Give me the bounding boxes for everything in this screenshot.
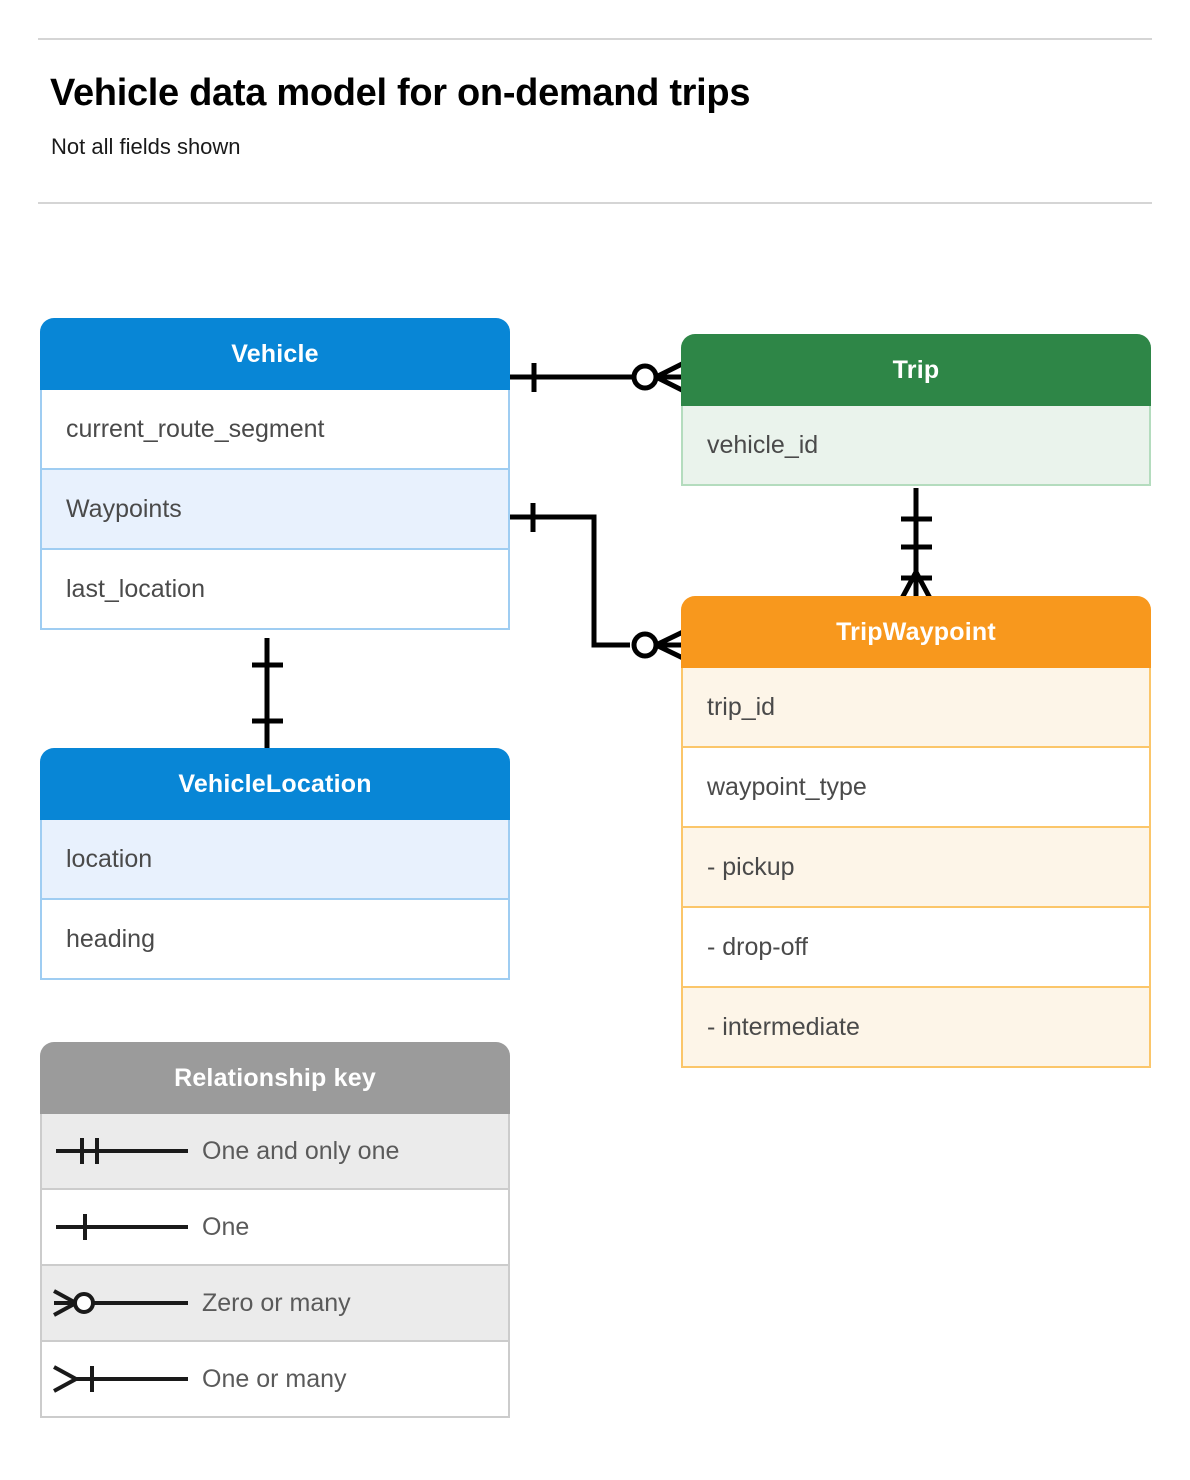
field-waypoints: Waypoints <box>40 470 510 550</box>
legend-label-zero-or-many: Zero or many <box>202 1288 351 1317</box>
legend-row-one-and-only-one: One and only one <box>40 1114 510 1190</box>
one-icon <box>42 1207 202 1247</box>
legend-label-one-or-many: One or many <box>202 1364 347 1393</box>
entity-tripwaypoint[interactable]: TripWaypoint trip_id waypoint_type - pic… <box>681 596 1151 1068</box>
connector-trip-tripwaypoint <box>898 488 934 602</box>
field-trip-id: trip_id <box>681 668 1151 748</box>
connector-vehicle-vehiclelocation <box>252 638 283 750</box>
field-waypoint-type-intermediate: - intermediate <box>681 988 1151 1068</box>
legend-label-one-and-only-one: One and only one <box>202 1136 400 1165</box>
legend-row-one-or-many: One or many <box>40 1342 510 1418</box>
field-current-route-segment: current_route_segment <box>40 390 510 470</box>
connector-vehicle-trip <box>510 360 686 394</box>
connector-waypoints-tripwaypoint <box>510 503 687 662</box>
zero-or-many-icon <box>42 1283 202 1323</box>
field-heading: heading <box>40 900 510 980</box>
entity-tripwaypoint-title: TripWaypoint <box>681 596 1151 668</box>
field-last-location: last_location <box>40 550 510 630</box>
field-location: location <box>40 820 510 900</box>
entity-vehiclelocation-title: VehicleLocation <box>40 748 510 820</box>
field-waypoint-type: waypoint_type <box>681 748 1151 828</box>
legend-row-one: One <box>40 1190 510 1266</box>
relationship-key-legend: Relationship key One and only one One <box>40 1042 510 1418</box>
relationship-key-title: Relationship key <box>40 1042 510 1114</box>
one-and-only-one-icon <box>42 1131 202 1171</box>
field-vehicle-id: vehicle_id <box>681 406 1151 486</box>
page-subtitle: Not all fields shown <box>51 134 241 159</box>
entity-vehicle[interactable]: Vehicle current_route_segment Waypoints … <box>40 318 510 630</box>
top-divider <box>38 38 1152 40</box>
field-waypoint-type-pickup: - pickup <box>681 828 1151 908</box>
entity-vehiclelocation[interactable]: VehicleLocation location heading <box>40 748 510 980</box>
legend-label-one: One <box>202 1212 250 1241</box>
page-title: Vehicle data model for on-demand trips <box>50 72 751 114</box>
legend-row-zero-or-many: Zero or many <box>40 1266 510 1342</box>
bottom-divider <box>38 202 1152 204</box>
one-or-many-icon <box>42 1359 202 1399</box>
entity-vehicle-title: Vehicle <box>40 318 510 390</box>
entity-trip-title: Trip <box>681 334 1151 406</box>
entity-trip[interactable]: Trip vehicle_id <box>681 334 1151 486</box>
field-waypoint-type-dropoff: - drop-off <box>681 908 1151 988</box>
